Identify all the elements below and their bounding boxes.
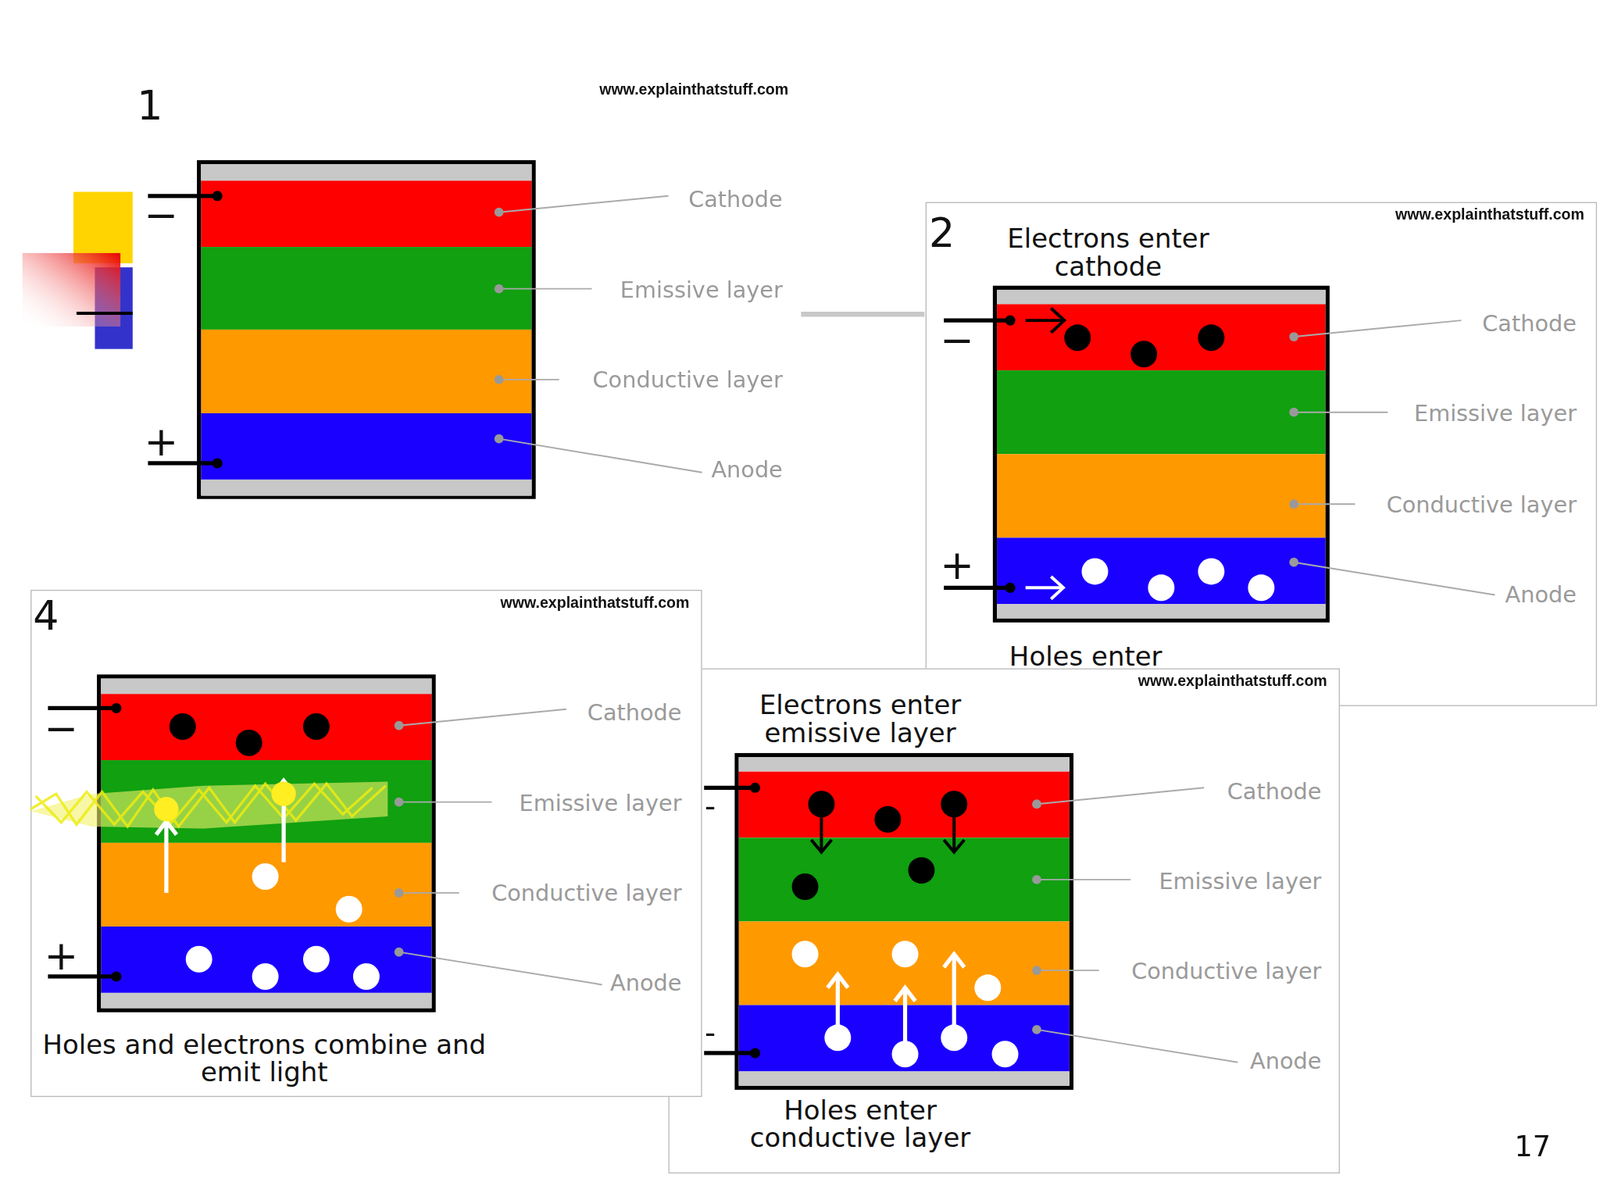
- layer-band: Conductive layer: [739, 921, 1070, 1005]
- stack-frame: [99, 676, 434, 1011]
- layer-label: Emissive layer: [446, 278, 783, 304]
- layer-label: Conductive layer: [344, 881, 682, 906]
- layer-band: Anode: [200, 413, 532, 480]
- substrate-strip: [200, 479, 532, 497]
- stack-frame: [199, 162, 534, 497]
- polarity-sign: +: [0, 934, 266, 975]
- panel-caption: Holes and electrons combine and emit lig…: [37, 1031, 492, 1087]
- substrate-strip: [200, 164, 532, 181]
- watermark: www.explainthatstuff.com: [390, 594, 799, 611]
- panel-number: 1: [0, 84, 354, 125]
- page-number: 17: [1328, 1132, 1600, 1162]
- panel-connector: [800, 311, 925, 318]
- layer-label: Anode: [446, 457, 783, 483]
- layer-label: Cathode: [984, 779, 1322, 804]
- deco-line: [76, 311, 133, 315]
- layer-label: Anode: [1239, 582, 1577, 608]
- layer-label: Conductive layer: [446, 368, 783, 393]
- layer-band: Anode: [996, 537, 1326, 604]
- panel-box: Holes and electrons combine and emit lig…: [30, 589, 702, 1097]
- layer-band: Emissive layer: [200, 246, 532, 330]
- panel-number: 2: [737, 212, 1146, 254]
- layer-label: Conductive layer: [984, 959, 1322, 984]
- panel-heading: Electrons enter cathode: [955, 225, 1262, 282]
- layer-label: Anode: [344, 971, 682, 996]
- layer-label: Emissive layer: [1239, 402, 1577, 427]
- panel-number: 4: [0, 594, 250, 636]
- layer-band: Anode: [100, 926, 432, 993]
- polarity-sign: −: [753, 319, 1161, 361]
- deco-square: [94, 267, 133, 349]
- panel-caption: Holes enter conductive layer: [707, 1096, 1014, 1153]
- layer-label: Cathode: [446, 187, 783, 212]
- polarity-sign: −: [0, 193, 366, 235]
- layer-band: Conductive layer: [996, 453, 1326, 538]
- layer-label: Cathode: [344, 700, 682, 725]
- panel-heading: Electrons enter emissive layer: [707, 692, 1014, 748]
- polarity-sign: −: [0, 707, 266, 748]
- polarity-sign: +: [753, 543, 1161, 585]
- layer-band: Cathode: [739, 771, 1070, 838]
- layer-band: Conductive layer: [200, 329, 532, 414]
- layer-label: Emissive layer: [984, 869, 1322, 894]
- layer-band: Anode: [739, 1005, 1070, 1072]
- panel-box: Electrons enter emissive layerHoles ente…: [668, 668, 1340, 1175]
- layer-label: Anode: [984, 1049, 1322, 1074]
- watermark: www.explainthatstuff.com: [1028, 671, 1437, 688]
- polarity-sign: +: [0, 420, 366, 461]
- panel-caption: Holes enter: [932, 642, 1240, 671]
- layer-label: Emissive layer: [344, 792, 682, 817]
- layer-label: Cathode: [1239, 312, 1577, 337]
- watermark: www.explainthatstuff.com: [1285, 205, 1600, 222]
- stack-frame: [736, 755, 1072, 1089]
- deco-square: [22, 253, 121, 327]
- layer-band: Cathode: [200, 180, 532, 247]
- layer-band: Emissive layer: [739, 837, 1070, 922]
- deco-square: [73, 192, 133, 264]
- layer-band: Cathode: [996, 303, 1326, 371]
- layer-label: Conductive layer: [1239, 492, 1577, 518]
- stack-frame: [994, 287, 1328, 621]
- layer-band: Emissive layer: [100, 760, 432, 843]
- layer-band: Emissive layer: [996, 370, 1326, 454]
- layer-band: Conductive layer: [100, 842, 432, 927]
- watermark: www.explainthatstuff.com: [489, 81, 898, 97]
- panel-box: Electrons enter cathodeHoles enter Cathod…: [925, 202, 1597, 707]
- layer-band: Cathode: [100, 693, 432, 761]
